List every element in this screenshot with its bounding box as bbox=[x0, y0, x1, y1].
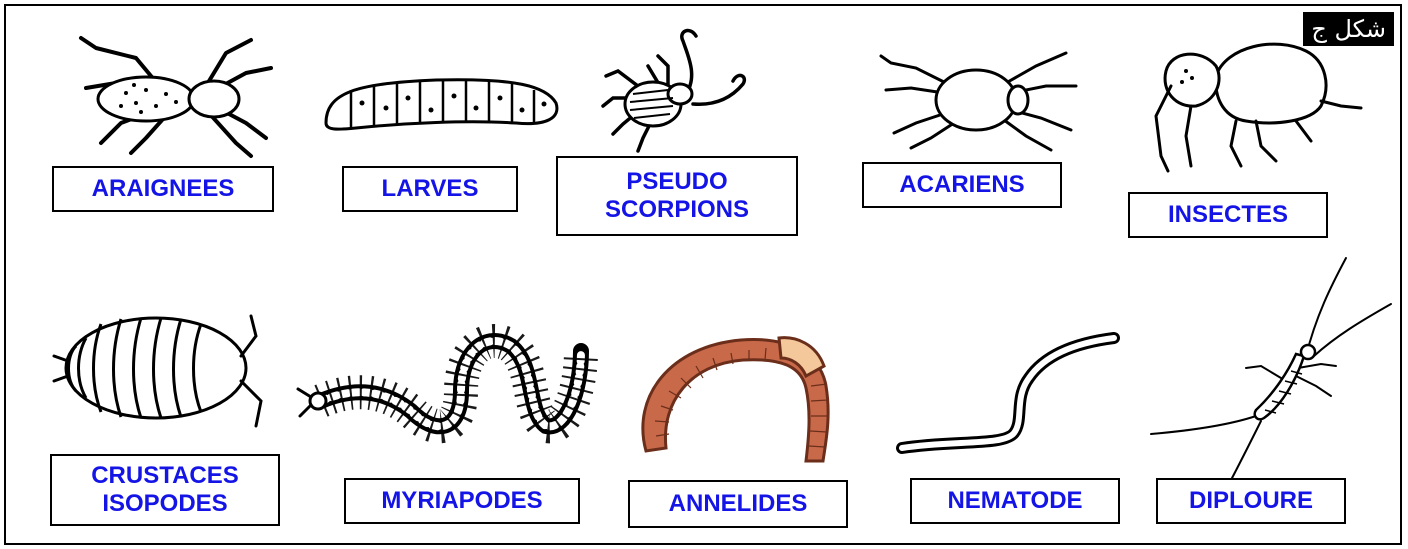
isopod-illustration bbox=[46, 306, 276, 436]
mite-illustration bbox=[876, 38, 1086, 158]
label-crustaces-isopodes: CRUSTACES ISOPODES bbox=[50, 454, 280, 526]
label-insectes: INSECTES bbox=[1128, 192, 1328, 238]
annelid-illustration bbox=[631, 326, 851, 471]
label-nematode: NEMATODE bbox=[910, 478, 1120, 524]
nematode-illustration bbox=[894, 328, 1124, 458]
label-annelides: ANNELIDES bbox=[628, 480, 848, 528]
label-pseudo-scorpions: PSEUDO SCORPIONS bbox=[556, 156, 798, 236]
diploure-illustration bbox=[1146, 256, 1396, 481]
label-araignees: ARAIGNEES bbox=[52, 166, 274, 212]
larva-illustration bbox=[316, 68, 566, 138]
insect-illustration bbox=[1146, 26, 1366, 176]
label-larves: LARVES bbox=[342, 166, 518, 212]
pseudoscorpion-illustration bbox=[598, 26, 758, 156]
label-myriapodes: MYRIAPODES bbox=[344, 478, 580, 524]
figure-frame: شكل ج bbox=[4, 4, 1402, 545]
myriapod-illustration bbox=[296, 301, 596, 461]
label-acariens: ACARIENS bbox=[862, 162, 1062, 208]
spider-illustration bbox=[76, 28, 276, 158]
label-diploure: DIPLOURE bbox=[1156, 478, 1346, 524]
